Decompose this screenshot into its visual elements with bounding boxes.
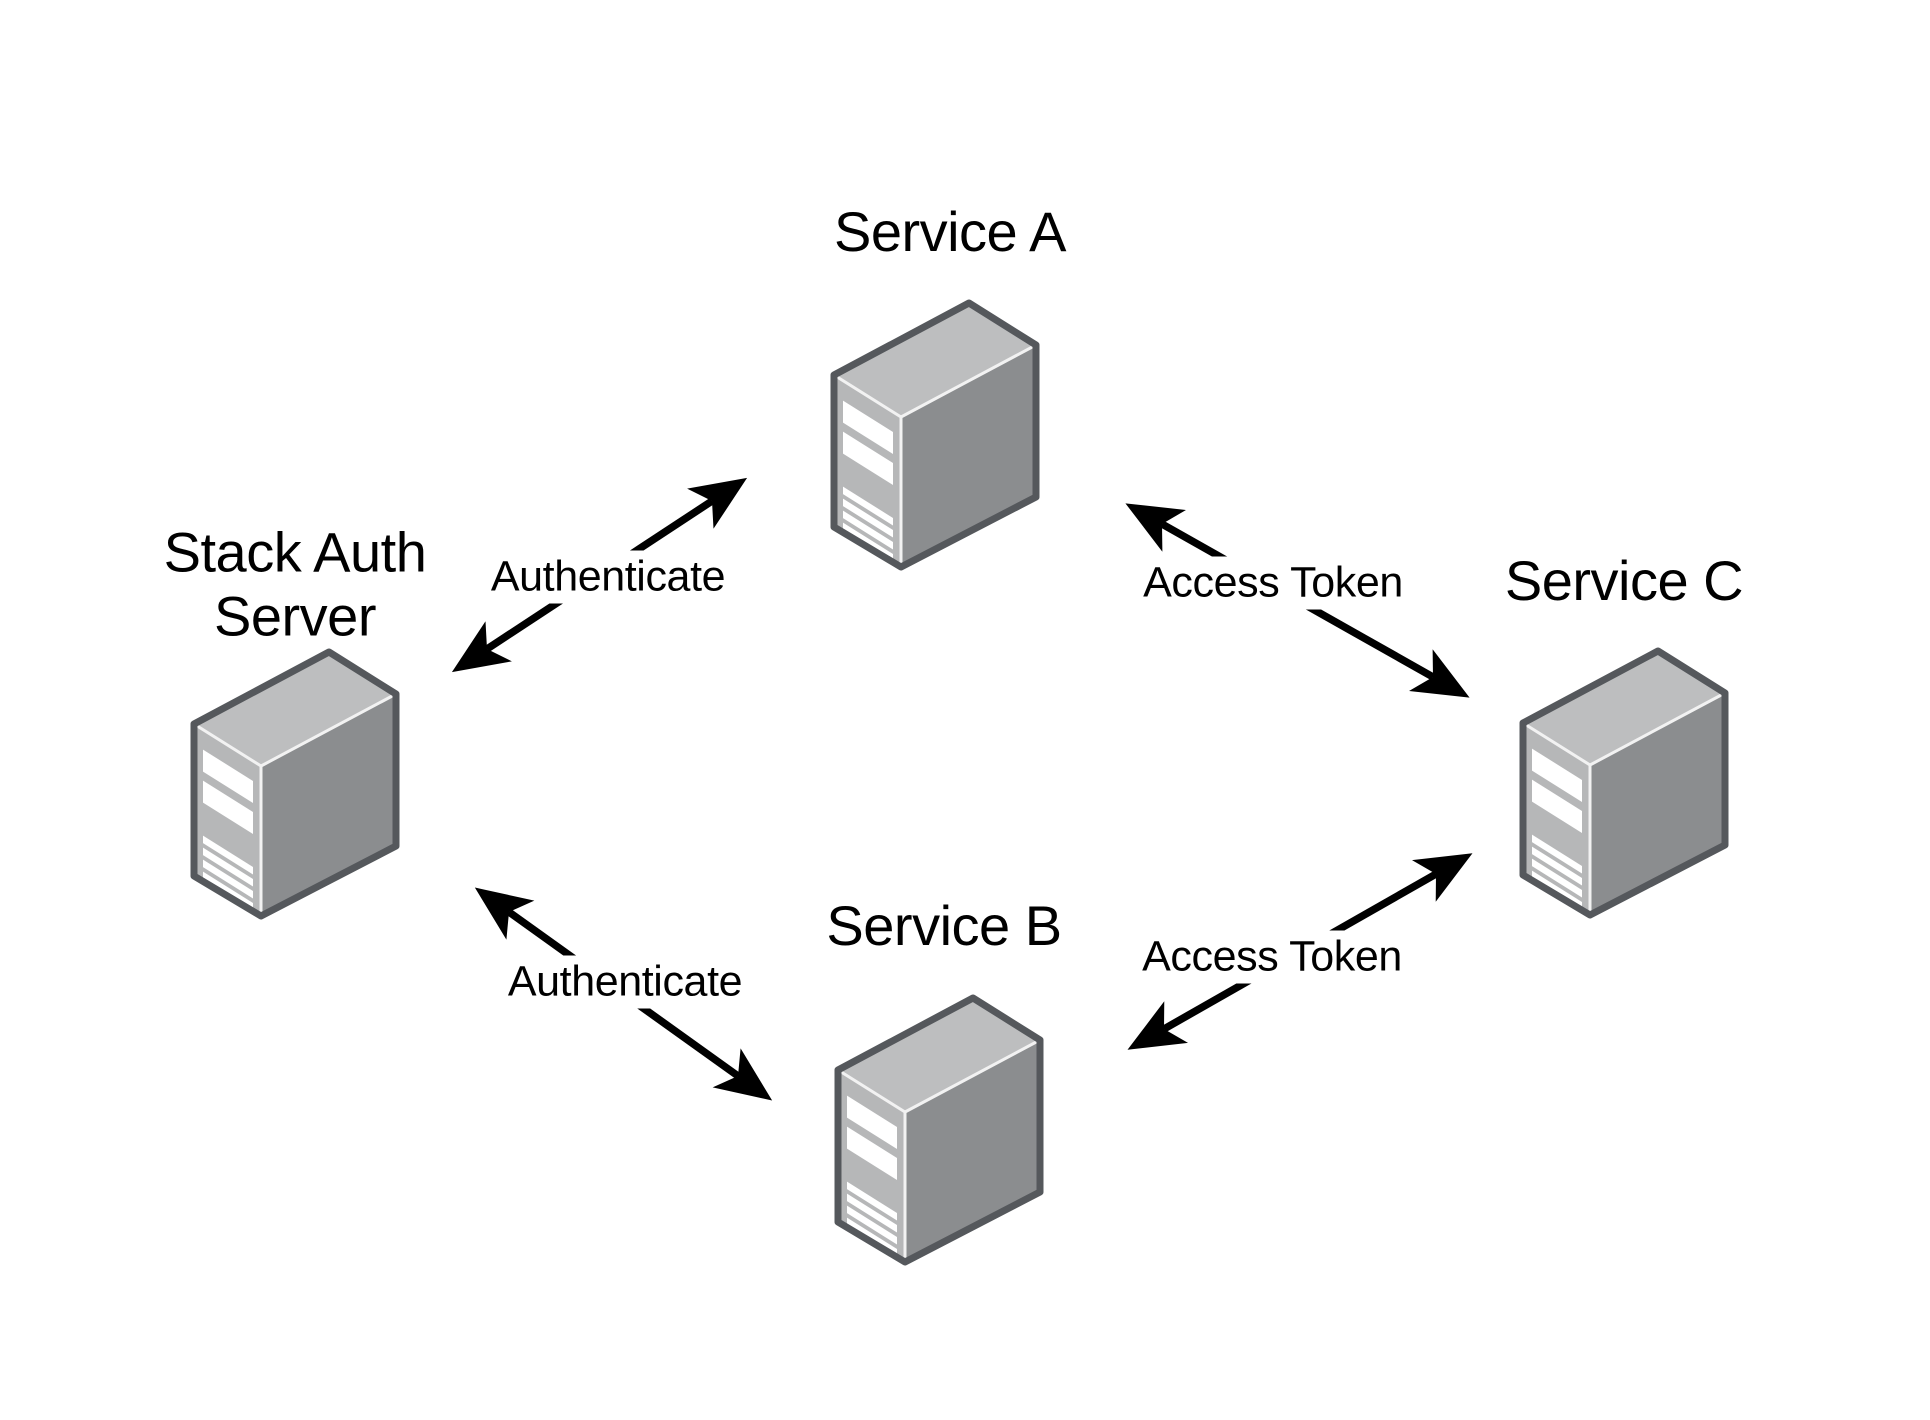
node-label-service-a: Service A [833, 199, 1067, 263]
node-service-a [834, 303, 1036, 567]
server-icon [838, 998, 1040, 1262]
node-label-service-b: Service B [826, 893, 1062, 957]
server-icon [194, 652, 396, 916]
node-service-b [838, 998, 1040, 1262]
node-stack-auth-server [194, 652, 396, 916]
node-label-line: Server [214, 585, 376, 648]
server-icon [834, 303, 1036, 567]
edge-label-authenticate-service-a: Authenticate [480, 550, 736, 604]
node-label-service-c: Service C [1504, 548, 1744, 612]
edge-label-access-token-service-b: Access Token [1132, 930, 1412, 984]
node-label-line: Stack Auth [163, 520, 427, 584]
node-service-c [1523, 651, 1725, 915]
edge-label-access-token-service-a: Access Token [1133, 556, 1413, 610]
server-icon [1523, 651, 1725, 915]
node-label-stack-auth-server: Stack Auth Server [164, 521, 427, 650]
edge-label-authenticate-service-b: Authenticate [497, 955, 753, 1009]
